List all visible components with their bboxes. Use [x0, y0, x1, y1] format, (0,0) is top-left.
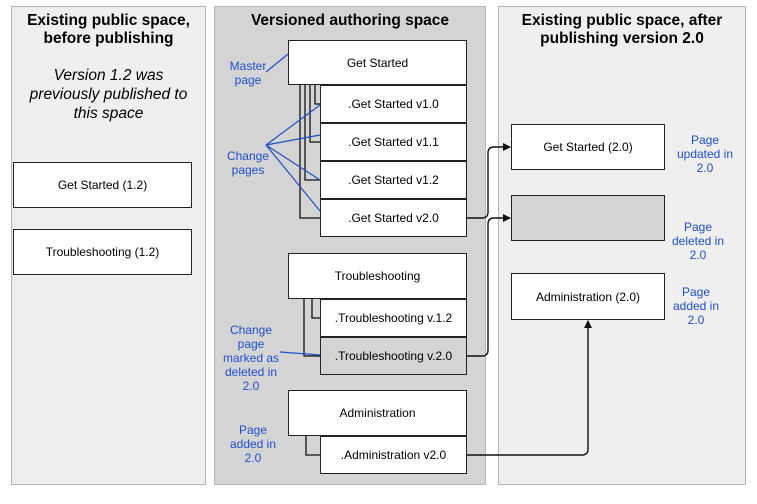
master-page-get-started: Get Started — [288, 40, 467, 85]
note-page-added-center: Page added in 2.0 — [229, 423, 277, 465]
page-troubleshooting-1-2: Troubleshooting (1.2) — [13, 229, 192, 275]
after-publishing-title: Existing public space, after publishing … — [521, 12, 723, 47]
change-page-troubleshooting-v2-0-deleted: .Troubleshooting v.2.0 — [320, 337, 467, 375]
note-page-updated: Page updated in 2.0 — [676, 133, 734, 175]
before-publishing-intro: Version 1.2 was previously published to … — [29, 67, 188, 122]
note-change-page-deleted: Change page marked as deleted in 2.0 — [222, 323, 280, 393]
change-page-get-started-v2-0: .Get Started v2.0 — [320, 199, 467, 237]
after-publishing-panel — [498, 6, 746, 485]
annotation-pointers — [265, 53, 321, 356]
arrow-troubleshooting-deleted — [467, 214, 511, 357]
note-master-page: Master page — [229, 59, 267, 87]
before-publishing-title: Existing public space, before publishing — [27, 12, 190, 47]
change-page-get-started-v1-0: .Get Started v1.0 — [320, 85, 467, 123]
deleted-change-pointer — [279, 351, 321, 356]
publishing-arrows — [467, 143, 592, 456]
change-page-get-started-v1-2: .Get Started v1.2 — [320, 161, 467, 199]
arrow-administration-added — [467, 320, 592, 456]
master-page-administration: Administration — [288, 390, 467, 436]
administration-tree-lines — [305, 436, 320, 456]
arrow-get-started-updated — [467, 143, 511, 219]
change-page-get-started-v1-1: .Get Started v1.1 — [320, 123, 467, 161]
master-page-pointer — [265, 53, 289, 73]
page-get-started-1-2: Get Started (1.2) — [13, 162, 192, 208]
page-deleted-placeholder — [511, 195, 665, 241]
page-administration-2-0: Administration (2.0) — [511, 273, 665, 320]
change-page-administration-v2-0: .Administration v2.0 — [320, 436, 467, 474]
master-page-troubleshooting: Troubleshooting — [288, 253, 467, 299]
change-page-troubleshooting-v1-2: .Troubleshooting v.1.2 — [320, 299, 467, 337]
note-page-deleted: Page deleted in 2.0 — [671, 220, 725, 262]
note-page-added-right: Page added in 2.0 — [672, 285, 720, 327]
troubleshooting-tree-lines — [303, 299, 320, 357]
note-change-pages: Change pages — [226, 149, 270, 177]
page-get-started-2-0: Get Started (2.0) — [511, 124, 665, 170]
authoring-space-title: Versioned authoring space — [250, 12, 450, 29]
